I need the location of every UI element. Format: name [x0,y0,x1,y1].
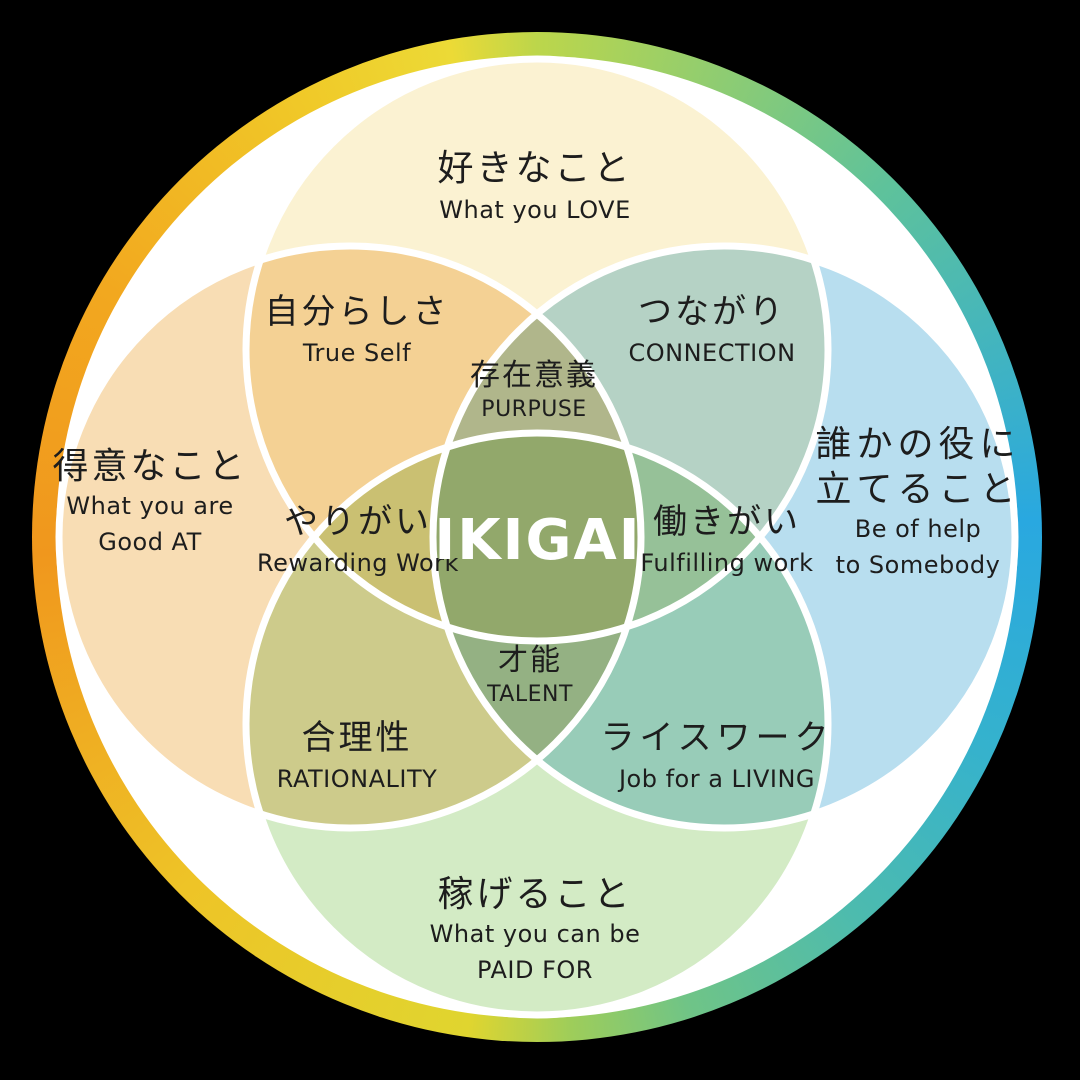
label-good-at-en2: Good AT [98,527,202,556]
label-paid-for-en1: What you can be [429,920,641,948]
label-talent-en: TALENT [487,681,573,707]
label-love-en: What you LOVE [439,196,631,224]
label-purpose: 存在意義 PURPUSE [470,357,598,425]
label-purpose-en: PURPUSE [481,396,587,422]
label-paid-for: 稼げること What you can be PAID FOR [430,872,641,988]
label-love-jp: 好きなこと [437,148,633,189]
label-purpose-jp: 存在意義 [470,358,598,393]
label-help: 誰かの役に 立てること Be of help to Somebody [815,422,1020,583]
label-rationality-en: RATIONALITY [276,765,438,794]
venn-outline-good-at [55,242,645,832]
label-help-en1: Be of help [854,515,982,543]
label-rationality: 合理性 RATIONALITY [277,716,438,797]
label-help-en2: to Somebody [835,550,1001,579]
label-rationality-jp: 合理性 [301,718,413,758]
label-love: 好きなこと What you LOVE [437,146,632,228]
venn-circle-paid-for [246,433,828,1015]
venn-outline-paid-for [242,429,832,1019]
label-fulfilling-work-en: Fulfilling work [640,549,814,578]
label-help-jp2: 立てること [815,469,1021,510]
label-good-at-en1: What you are [66,492,234,520]
label-good-at: 得意なこと What you are Good AT [52,444,247,560]
label-talent: 才能 TALENT [487,642,573,710]
label-talent-jp: 才能 [498,643,562,678]
center-ikigai-label: IKIGAI [434,508,642,573]
label-job-for-living-jp: ライスワーク [600,718,834,758]
venn-outline-help [429,242,1019,832]
label-job-for-living-en: Job for a LIVING [618,765,816,794]
label-true-self: 自分らしさ True Self [265,290,450,371]
label-good-at-jp: 得意なこと [52,446,248,487]
label-connection-jp: つながり [638,292,786,332]
label-true-self-jp: 自分らしさ [264,292,450,332]
label-rewarding-work-en: Rewarding Work [257,549,459,578]
label-connection: つながり CONNECTION [628,290,795,371]
label-help-jp1: 誰かの役に [815,424,1021,465]
label-job-for-living: ライスワーク Job for a LIVING [601,716,834,797]
label-true-self-en: True Self [302,339,412,368]
label-fulfilling-work: 働きがい Fulfilling work [640,500,813,581]
label-paid-for-jp: 稼げること [437,874,633,915]
label-paid-for-en2: PAID FOR [477,955,593,984]
label-rewarding-work: やりがい Rewarding Work [257,500,459,581]
venn-outline-love [242,55,832,645]
label-fulfilling-work-jp: 働きがい [653,502,801,542]
label-rewarding-work-jp: やりがい [284,502,432,542]
label-connection-en: CONNECTION [628,339,796,368]
